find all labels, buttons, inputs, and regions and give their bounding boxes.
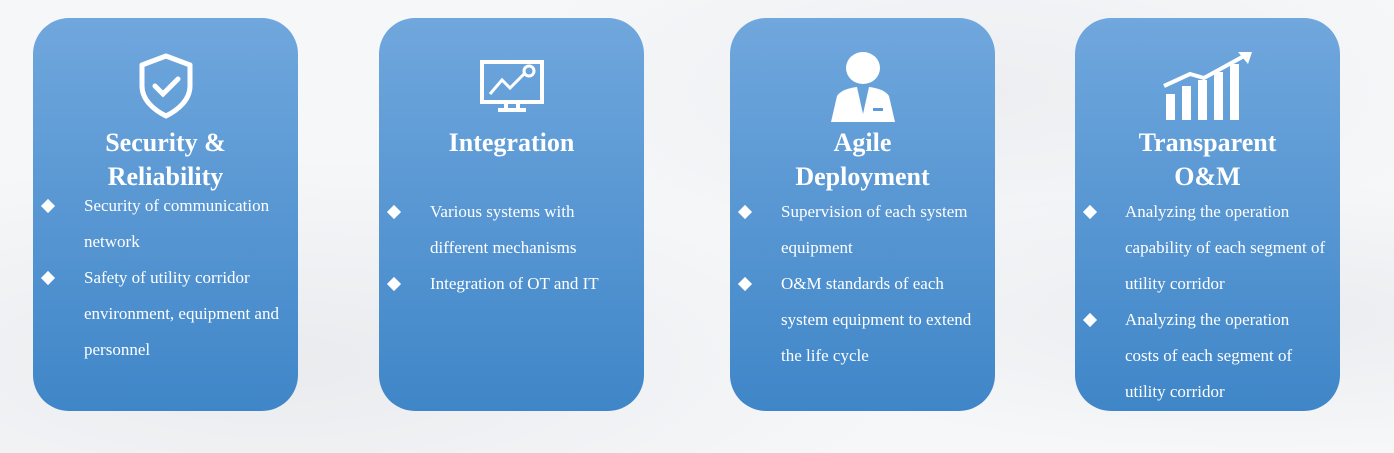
- bar-chart-growth-icon: [1162, 52, 1252, 120]
- list-item: Supervision of each system equipment: [730, 194, 995, 266]
- list-item: Integration of OT and IT: [379, 266, 644, 302]
- list-item: O&M standards of each system equipment t…: [730, 266, 995, 374]
- card-transparent-om: Transparent O&M Analyzing the operation …: [1075, 18, 1340, 411]
- card-title: Agile Deployment: [795, 128, 930, 191]
- shield-check-icon: [139, 53, 192, 119]
- monitor-chart-icon: [479, 60, 544, 112]
- card-integration: Integration Various systems with differe…: [379, 18, 644, 411]
- card-security-reliability: Security & Reliability Security of commu…: [33, 18, 298, 411]
- card-title: Transparent O&M: [1138, 128, 1277, 191]
- list-item: Analyzing the operation capability of ea…: [1075, 194, 1340, 302]
- list-item: Analyzing the operation costs of each se…: [1075, 302, 1340, 410]
- card-agile-deployment: Agile Deployment Supervision of each sys…: [730, 18, 995, 411]
- card-title: Integration: [448, 128, 575, 157]
- list-item: Various systems with different mechanism…: [379, 194, 644, 266]
- list-item: Security of communication network: [33, 188, 298, 260]
- businessman-icon: [830, 52, 895, 122]
- list-item: Safety of utility corridor environment, …: [33, 260, 298, 368]
- card-title: Security & Reliability: [105, 128, 226, 191]
